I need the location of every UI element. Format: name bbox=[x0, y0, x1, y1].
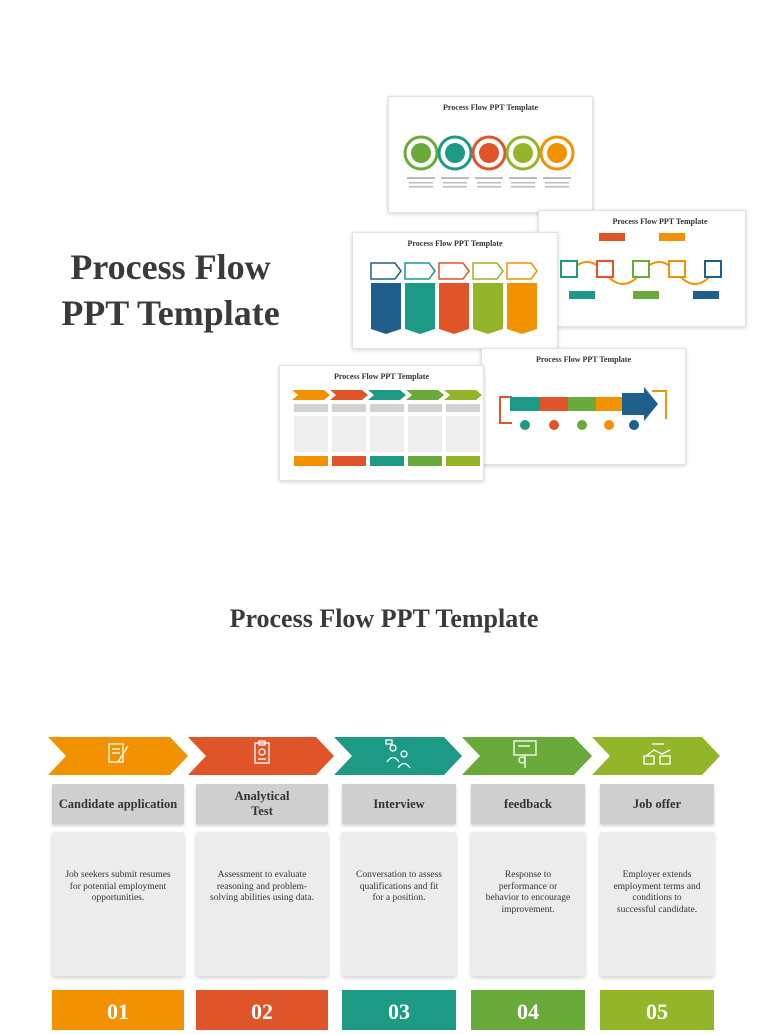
thumbnail-title: Process Flow PPT Template bbox=[407, 239, 503, 248]
clipboard-icon bbox=[254, 740, 270, 764]
cover-title: Process Flow PPT Template bbox=[38, 244, 303, 336]
step-description: Response to performance or behavior to e… bbox=[485, 870, 571, 915]
thumbnail-title: Process Flow PPT Template bbox=[333, 372, 430, 381]
step-number: 05 bbox=[600, 990, 714, 1030]
document-pen-icon bbox=[108, 743, 129, 763]
slide-title: Process Flow PPT Template bbox=[229, 604, 539, 633]
people-talking-icon bbox=[385, 739, 411, 769]
arrow-flow-graphic bbox=[499, 387, 667, 430]
chevron-table-graphic bbox=[292, 390, 482, 466]
step-number: 04 bbox=[471, 990, 585, 1030]
step-description: Employer extends employment terms and co… bbox=[613, 870, 701, 915]
chevron-2 bbox=[188, 737, 334, 775]
circle-flow-graphic bbox=[403, 135, 575, 188]
step-heading: feedback bbox=[471, 784, 585, 824]
thumbnail-wave: Process Flow PPT Template bbox=[538, 210, 746, 327]
step-description: Job seekers submit resumes for potential… bbox=[65, 870, 171, 903]
chevron-5 bbox=[592, 737, 720, 775]
step-description-box: Employer extends employment terms and co… bbox=[600, 832, 714, 976]
thumbnail-arrow: Process Flow PPT Template bbox=[481, 348, 686, 465]
chevron-4 bbox=[462, 737, 592, 775]
handshake-icon bbox=[643, 743, 671, 765]
step-description-box: Job seekers submit resumes for potential… bbox=[52, 832, 184, 976]
step-description-box: Response to performance or behavior to e… bbox=[471, 832, 585, 976]
chevron-1 bbox=[48, 737, 188, 775]
thumbnail-circles: Process Flow PPT Template bbox=[388, 96, 593, 213]
cover-title-line2: PPT Template bbox=[61, 293, 280, 333]
step-description-box: Assessment to evaluate reasoning and pro… bbox=[196, 832, 328, 976]
thumbnail-title: Process Flow PPT Template bbox=[442, 103, 539, 112]
chevron-row bbox=[48, 737, 720, 775]
wave-flow-graphic bbox=[560, 233, 722, 299]
step-heading: Analytical Test bbox=[196, 784, 328, 824]
step-description-box: Conversation to assess qualifications an… bbox=[342, 832, 456, 976]
step-heading: Interview bbox=[342, 784, 456, 824]
chevron-3 bbox=[334, 737, 462, 775]
step-heading: Candidate application bbox=[52, 784, 184, 824]
thumbnail-chevron-table: Process Flow PPT Template bbox=[279, 365, 484, 481]
thumbnail-title: Process Flow PPT Template bbox=[535, 355, 632, 364]
step-number: 01 bbox=[52, 990, 184, 1030]
cover-title-line1: Process Flow bbox=[70, 247, 271, 287]
step-number: 03 bbox=[342, 990, 456, 1030]
step-description: Assessment to evaluate reasoning and pro… bbox=[210, 870, 314, 903]
step-description: Conversation to assess qualifications an… bbox=[355, 870, 443, 903]
step-heading-text: Analytical Test bbox=[234, 789, 290, 818]
presentation-board-icon bbox=[513, 740, 537, 768]
step-number: 02 bbox=[196, 990, 328, 1030]
chevron-banner-graphic bbox=[370, 262, 538, 334]
thumbnail-chevron-banners: Process Flow PPT Template bbox=[352, 232, 558, 349]
step-heading: Job offer bbox=[600, 784, 714, 824]
thumbnail-title: Process Flow PPT Template bbox=[612, 217, 708, 226]
